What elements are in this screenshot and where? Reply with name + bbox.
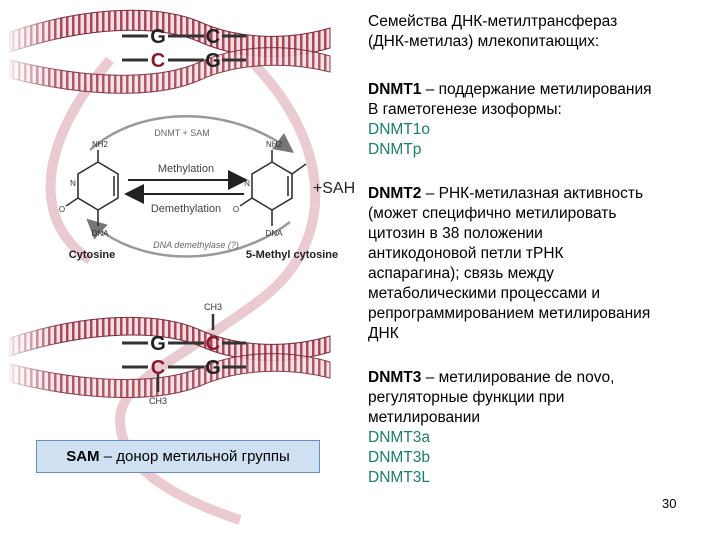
methyl-top: CH3	[204, 302, 222, 312]
nh2-left: NH2	[92, 140, 109, 149]
methyl-bottom: CH3	[149, 396, 167, 406]
dnmt3-line-1: регуляторные функции при	[368, 389, 565, 406]
n-right: N	[244, 179, 250, 188]
dnmt3-line-2: метилировании	[368, 409, 481, 426]
methylcytosine-structure	[239, 150, 307, 226]
dnmt3-isoform-l: DNMT3L	[368, 469, 431, 486]
dnmt2-line-5: метаболическими процессами и	[368, 285, 601, 302]
demethylation-label: Demethylation	[151, 203, 221, 215]
methylation-label: Methylation	[158, 163, 214, 175]
sam-info-box: SAM – донор метильной группы	[36, 440, 320, 473]
methyltransferase-text: Семейства ДНК-метилтрансфераз (ДНК-метил…	[368, 12, 708, 488]
dna-left: DNA	[92, 229, 110, 238]
n-left: N	[70, 179, 76, 188]
dnmt2-line: DNMT2 – РНК-метилазная активность	[368, 184, 708, 204]
base-g-bottom-2: G	[205, 357, 221, 379]
dnmt2-line-1: (может специфично метилировать	[368, 205, 617, 222]
base-c-top-2: C	[206, 333, 220, 355]
dnmt3-line: DNMT3 – метилирование de novo,	[368, 368, 708, 388]
dnmt1-isoform-2: DNMTp	[368, 141, 422, 158]
dnmt2-line-7: ДНК	[368, 325, 399, 342]
cytosine-label: Cytosine	[69, 249, 115, 261]
title-line-2: (ДНК-метилаз) млекопитающих:	[368, 33, 600, 50]
cytosine-structure	[65, 150, 119, 226]
base-c-bottom: C	[151, 50, 165, 72]
dnmt3-isoform-a: DNMT3a	[368, 429, 431, 446]
page-number: 30	[662, 496, 677, 511]
base-g-top: G	[150, 26, 166, 48]
base-c-top: C	[206, 26, 220, 48]
dnmt1-name: DNMT1	[368, 81, 422, 98]
reaction-arrows: Methylation Demethylation	[124, 163, 248, 215]
dnmt1-line: DNMT1 – поддержание метилирования	[368, 80, 708, 100]
dnmt2-line-3: антикодоновой петли тРНК	[368, 245, 564, 262]
helix-top	[0, 0, 331, 100]
dnmt3-isoform-b: DNMT3b	[368, 449, 431, 466]
methylcytosine-label: 5-Methyl cytosine	[246, 249, 338, 261]
title-line-1: Семейства ДНК-метилтрансфераз	[368, 13, 618, 30]
dnmt3-name: DNMT3	[368, 369, 422, 386]
base-c-bottom-2: C	[151, 357, 165, 379]
enzyme-top-label: DNMT + SAM	[154, 128, 210, 138]
sah-label: +SAH	[313, 180, 355, 197]
dnmt1-desc: – поддержание метилирования	[421, 81, 652, 98]
o-right: O	[233, 205, 239, 214]
base-g-bottom: G	[205, 50, 221, 72]
o-left: O	[59, 205, 65, 214]
cycle-arrows: DNMT + SAM DNA demethylase (?)	[86, 115, 295, 258]
dnmt2-desc: – РНК-метилазная активность	[421, 185, 644, 202]
bottom-base-pairs: CH3 G C C G CH3	[122, 302, 246, 406]
dna-methylation-diagram: G C C G DNMT + SAM DNA demethylase (?) M…	[0, 0, 355, 525]
dnmt2-line-4: аспарагина); связь между	[368, 265, 554, 282]
sam-bold: SAM	[66, 448, 100, 465]
base-g-top-2: G	[150, 333, 166, 355]
dnmt2-line-6: репрограммированием метилирования	[368, 305, 651, 322]
top-base-pairs: G C C G	[122, 26, 246, 72]
sam-text: – донор метильной группы	[99, 448, 290, 465]
dnmt2-name: DNMT2	[368, 185, 422, 202]
dnmt1-line2: В гаметогенезе изоформы:	[368, 101, 562, 118]
enzyme-bottom-label: DNA demethylase (?)	[153, 240, 239, 250]
dnmt3-desc: – метилирование de novo,	[421, 369, 615, 386]
dnmt2-line-2: цитозин в 38 положении	[368, 225, 543, 242]
helix-bottom	[0, 300, 331, 410]
nh2-right: NH2	[266, 140, 283, 149]
dna-right: DNA	[266, 229, 284, 238]
dnmt1-isoform-1: DNMT1o	[368, 121, 431, 138]
